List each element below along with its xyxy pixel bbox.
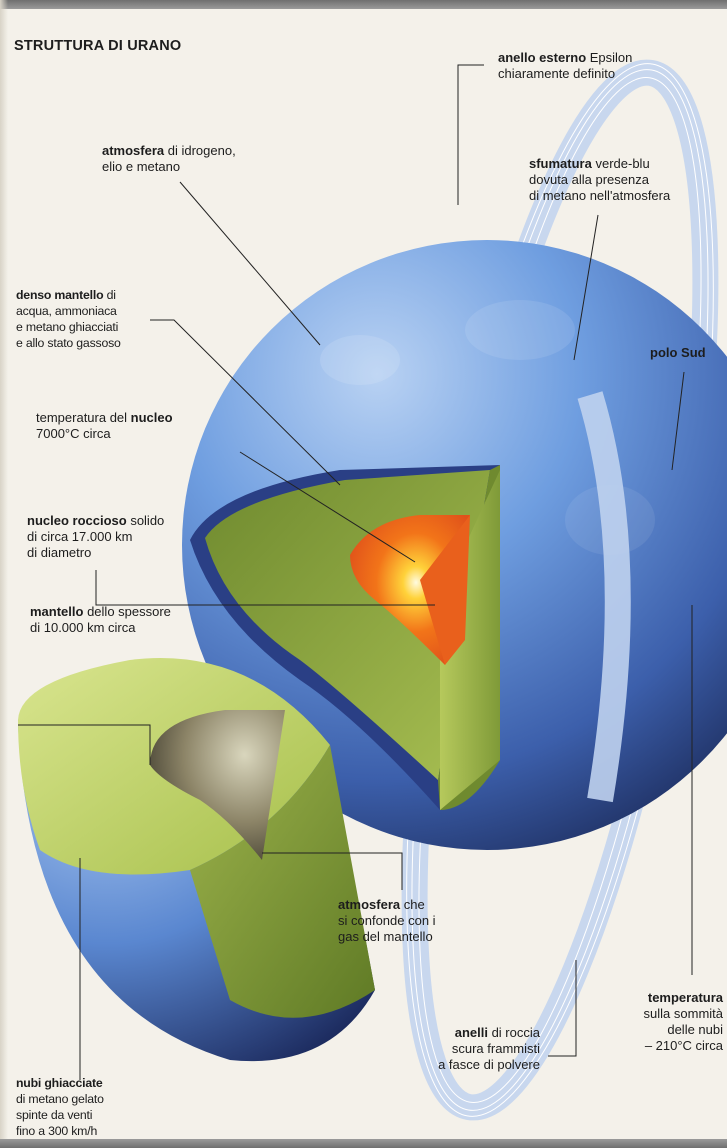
label-nucleo-roccioso: nucleo roccioso solido di circa 17.000 k… [27,513,164,561]
label-polo-sud: polo Sud [650,345,706,361]
label-atmosfera: atmosfera di idrogeno, elio e metano [102,143,236,175]
label-temperatura-nubi: temperatura sulla sommità delle nubi – 2… [600,990,723,1054]
bottom-border [0,1139,727,1148]
label-mantello-spessore: mantello dello spessore di 10.000 km cir… [30,604,171,636]
label-atmosfera-mantello: atmosfera che si confonde con i gas del … [338,897,436,945]
label-temperatura-nucleo: temperatura del nucleo 7000°C circa [36,410,173,442]
label-sfumatura: sfumatura verde-blu dovuta alla presenza… [529,156,670,204]
label-anello-esterno: anello esterno Epsilon chiaramente defin… [498,50,632,82]
diagram-title: STRUTTURA DI URANO [14,38,181,54]
label-anelli: anelli di roccia scura frammisti a fasce… [398,1025,540,1073]
label-nubi-ghiacciate: nubi ghiacciate di metano gelato spinte … [16,1075,104,1139]
label-denso-mantello: denso mantello di acqua, ammoniaca e met… [16,287,121,351]
